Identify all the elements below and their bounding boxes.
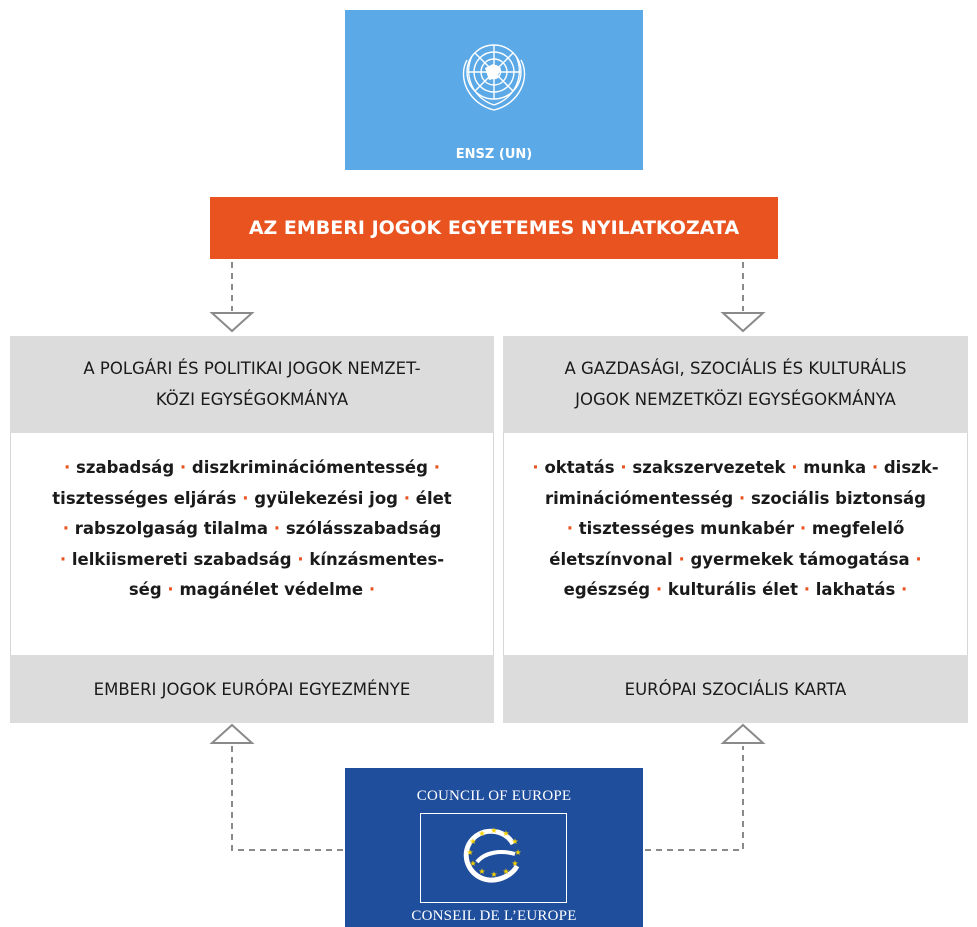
- right-item: magánélet védelme: [179, 580, 364, 600]
- svg-text:★: ★: [478, 867, 485, 876]
- bullet-dot-icon: ·: [62, 519, 69, 539]
- esc-footer: EURÓPAI SZOCIÁLIS KARTA: [503, 655, 968, 723]
- arrow-down-right-icon: [720, 312, 766, 333]
- iccpr-header-line2: KÖZI EGYSÉGOKMÁNYA: [155, 389, 349, 409]
- bullet-dot-icon: ·: [799, 519, 807, 539]
- icescr-header-line2: JOGOK NEMZETKÖZI EGYSÉGOKMÁNYA: [575, 389, 896, 409]
- bullet-dot-icon: ·: [273, 519, 281, 539]
- bullet-dot-icon: ·: [532, 458, 539, 477]
- rights-line: riminációmentesség · szociális biztonság: [504, 484, 967, 515]
- icescr-rights-list: · oktatás · szakszervezetek · munka · di…: [503, 433, 968, 655]
- udhr-title-banner: AZ EMBERI JOGOK EGYETEMES NYILATKOZATA: [210, 197, 778, 259]
- svg-text:★: ★: [502, 829, 509, 838]
- svg-text:★: ★: [511, 859, 518, 868]
- bullet-dot-icon: ·: [678, 549, 685, 569]
- right-item: élet: [415, 488, 452, 508]
- right-item: szólásszabadság: [285, 519, 442, 539]
- bullet-dot-icon: ·: [915, 549, 922, 569]
- right-item: kulturális élet: [667, 580, 798, 600]
- right-item: egészség: [563, 580, 651, 600]
- iccpr-header-line1: A POLGÁRI ÉS POLITIKAI JOGOK NEMZET-: [83, 358, 421, 378]
- right-item: szociális biztonság: [750, 488, 926, 508]
- rights-line: · szabadság · diszkriminációmentesség ·: [11, 453, 493, 484]
- bullet-dot-icon: ·: [803, 580, 811, 600]
- coe-emblem-frame: ★ ★ ★ ★ ★ ★ ★ ★ ★ ★ ★ ★: [420, 813, 567, 903]
- icescr-header: A GAZDASÁGI, SZOCIÁLIS ÉS KULTURÁLIS JOG…: [503, 336, 968, 433]
- rights-line: · oktatás · szakszervezetek · munka · di…: [504, 453, 967, 484]
- right-item: tisztességes eljárás: [52, 488, 237, 508]
- arrow-up-left-icon: [209, 723, 255, 744]
- rights-line: egészség · kulturális élet · lakhatás ·: [504, 575, 967, 606]
- coe-label-bottom: CONSEIL DE L’EUROPE: [411, 908, 577, 924]
- rights-line: · lelkiismereti szabadság · kínzásmentes…: [11, 545, 493, 576]
- right-item: lelkiismereti szabadság: [71, 549, 292, 569]
- iccpr-header: A POLGÁRI ÉS POLITIKAI JOGOK NEMZET- KÖZ…: [10, 336, 494, 433]
- right-item: oktatás: [544, 458, 615, 477]
- right-item: rabszolgaság tilalma: [74, 519, 269, 539]
- arrow-down-left-icon: [209, 312, 255, 333]
- bullet-dot-icon: ·: [179, 458, 187, 477]
- bullet-dot-icon: ·: [64, 458, 71, 477]
- bullet-dot-icon: ·: [791, 458, 798, 477]
- un-box: ENSZ (UN): [345, 10, 643, 170]
- coe-label-top: COUNCIL OF EUROPE: [416, 788, 572, 804]
- bullet-dot-icon: ·: [433, 458, 440, 477]
- right-item: megfelelő: [811, 519, 905, 539]
- un-emblem-icon: [462, 44, 526, 111]
- echr-label: EMBERI JOGOK EURÓPAI EGYEZMÉNYE: [93, 679, 411, 699]
- bullet-dot-icon: ·: [655, 580, 663, 600]
- svg-text:★: ★: [466, 848, 473, 857]
- bullet-dot-icon: ·: [167, 580, 174, 600]
- bullet-dot-icon: ·: [738, 488, 746, 508]
- rights-line: életszínvonal · gyermekek támogatása ·: [504, 545, 967, 576]
- coe-box: COUNCIL OF EUROPE ★ ★ ★ ★ ★ ★ ★ ★ ★ ★ ★ …: [345, 768, 643, 927]
- rights-line: · tisztességes munkabér · megfelelő: [504, 514, 967, 545]
- svg-text:★: ★: [502, 867, 509, 876]
- udhr-title: AZ EMBERI JOGOK EGYETEMES NYILATKOZATA: [248, 217, 740, 239]
- coe-to-right-connector: [645, 746, 744, 851]
- icescr-header-line1: A GAZDASÁGI, SZOCIÁLIS ÉS KULTURÁLIS: [564, 358, 907, 378]
- right-item: lakhatás: [815, 580, 896, 600]
- bullet-dot-icon: ·: [901, 580, 908, 600]
- un-label: ENSZ (UN): [455, 147, 533, 162]
- coe-to-left-connector: [231, 746, 343, 851]
- right-item: gyermekek támogatása: [690, 549, 910, 569]
- right-item: munka: [803, 458, 867, 477]
- iccpr-rights-list: · szabadság · diszkriminációmentesség · …: [10, 433, 494, 655]
- svg-text:★: ★: [511, 837, 518, 846]
- bullet-dot-icon: ·: [620, 458, 627, 477]
- bullet-dot-icon: ·: [871, 458, 879, 477]
- bullet-dot-icon: ·: [566, 519, 573, 539]
- right-item: diszkriminációmentesség: [191, 458, 428, 477]
- coe-emblem-icon: ★ ★ ★ ★ ★ ★ ★ ★ ★ ★ ★ ★: [463, 826, 522, 883]
- right-item: tisztességes munkabér: [578, 519, 795, 539]
- rights-line: · rabszolgaság tilalma · szólásszabadság: [11, 514, 493, 545]
- rights-line: ség · magánélet védelme ·: [11, 575, 493, 606]
- right-item: gyülekezési jog: [254, 488, 398, 508]
- bullet-dot-icon: ·: [403, 488, 410, 508]
- right-item: riminációmentesség: [545, 488, 734, 508]
- bullet-dot-icon: ·: [59, 549, 67, 569]
- right-item: életszínvonal: [549, 549, 673, 569]
- arrow-up-right-icon: [720, 723, 766, 744]
- svg-text:★: ★: [478, 829, 485, 838]
- bullet-dot-icon: ·: [368, 580, 376, 600]
- svg-text:★: ★: [490, 870, 497, 879]
- svg-text:★: ★: [514, 848, 521, 857]
- right-item: szabadság: [76, 458, 175, 477]
- right-item: kínzásmentes-: [309, 549, 445, 569]
- echr-footer: EMBERI JOGOK EURÓPAI EGYEZMÉNYE: [10, 655, 494, 723]
- right-item: ség: [128, 580, 162, 600]
- bullet-dot-icon: ·: [242, 488, 249, 508]
- right-item: diszk-: [883, 458, 939, 477]
- svg-text:★: ★: [469, 859, 476, 868]
- right-item: szakszervezetek: [632, 458, 786, 477]
- rights-line: tisztességes eljárás · gyülekezési jog ·…: [11, 484, 493, 515]
- esc-label: EURÓPAI SZOCIÁLIS KARTA: [624, 679, 847, 699]
- bullet-dot-icon: ·: [297, 549, 304, 569]
- svg-text:★: ★: [490, 826, 497, 835]
- svg-text:★: ★: [469, 837, 476, 846]
